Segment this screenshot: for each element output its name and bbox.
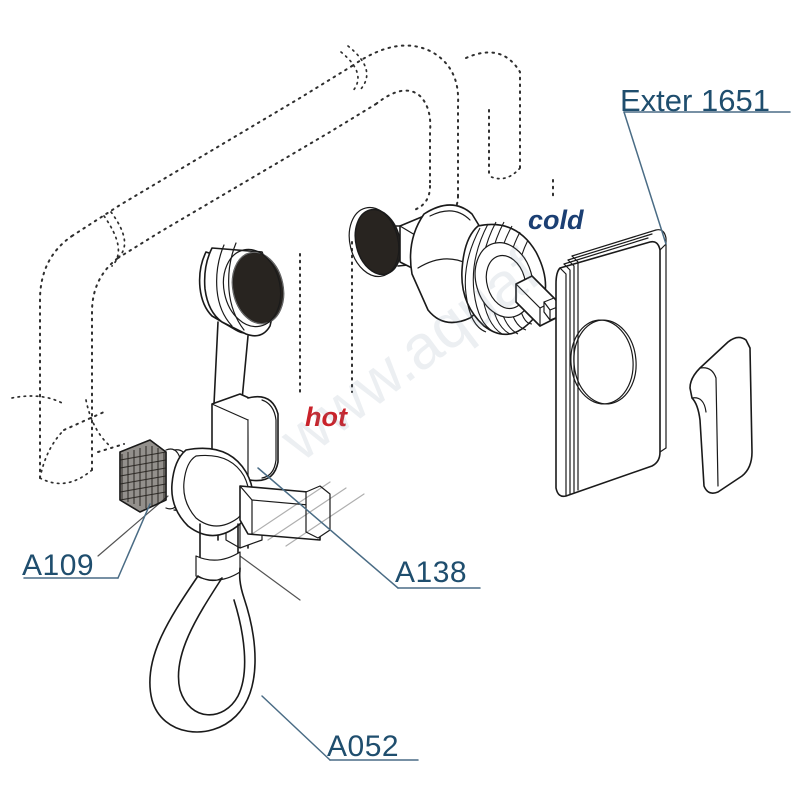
label-model-exter-1651: Exter 1651 [620,83,770,118]
label-part-a109: A109 [22,549,95,582]
leader-lines [23,111,791,761]
hand-sprayer-head [198,242,285,405]
label-part-a052: A052 [327,730,400,763]
label-part-a138: A138 [395,556,468,589]
escutcheon-cover-plate [555,229,667,498]
lever-handle [689,336,753,494]
label-hot: hot [305,402,347,432]
label-cold: cold [528,205,584,235]
supply-pipework-ghost-outline [11,44,554,485]
flexible-hose [149,551,256,733]
mixer-valve-body [348,204,561,336]
